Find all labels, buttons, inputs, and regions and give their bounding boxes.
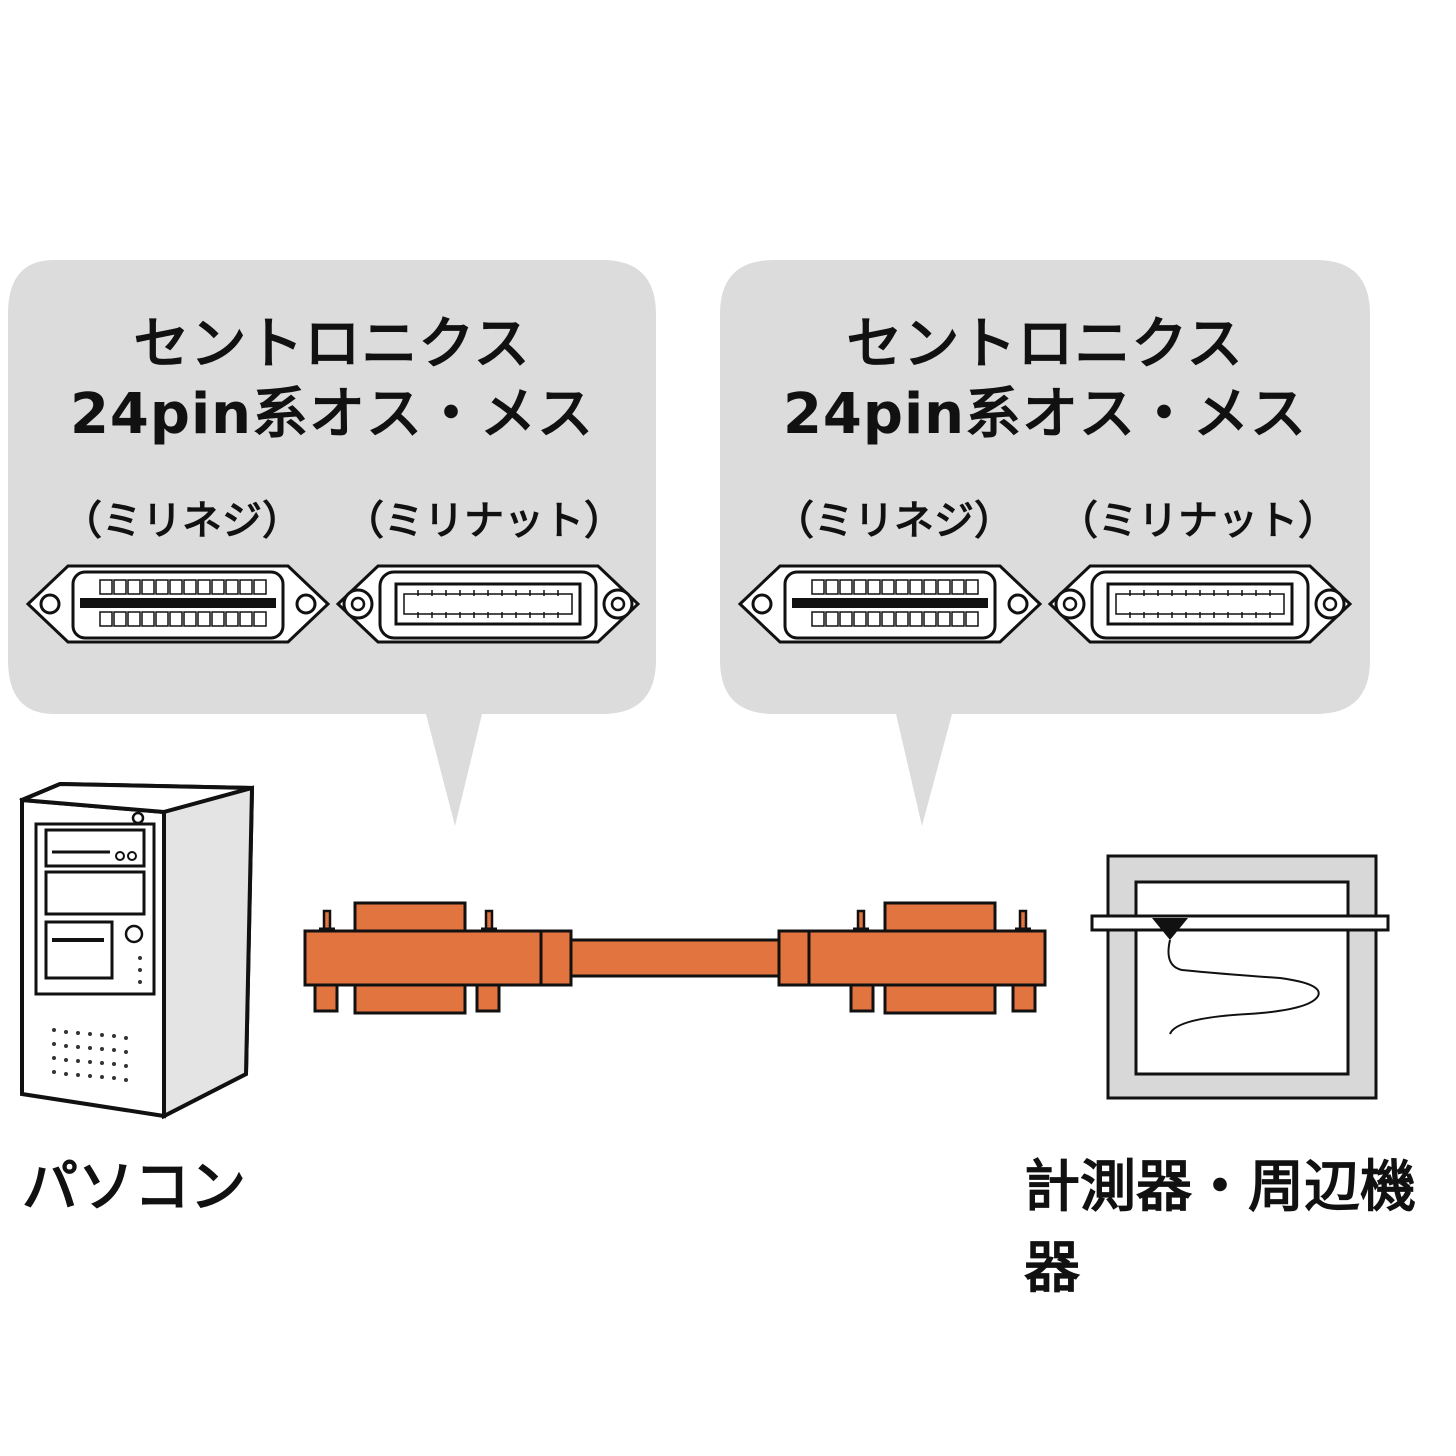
bubble-title-left: セントロニクス 24pin系オス・メス [8,310,656,450]
connector-type-label: 24pin系オス・メス [69,382,595,447]
connector-family-label: セントロニクス [133,312,531,377]
milli-screw-connector-icon [26,564,330,644]
measuring-instrument-icon [1090,854,1390,1100]
connector-type-label: 24pin系オス・メス [782,382,1308,447]
milli-nut-connector-icon [1048,564,1352,644]
bubble-title-right: セントロニクス 24pin系オス・メス [720,310,1370,450]
pc-tower-icon [19,781,255,1120]
milli-screw-connector-icon [738,564,1042,644]
speech-bubble-right [720,260,1370,826]
connector-family-label: セントロニクス [846,312,1244,377]
milli-screw-label: （ミリネジ） [62,498,302,544]
milli-nut-connector-icon [336,564,640,644]
speech-bubble-left [8,260,656,826]
peripheral-label: 計測器・周辺機器 [1024,1155,1416,1301]
pc-label: パソコン [22,1155,246,1220]
milli-nut-label: （ミリナット） [344,498,624,544]
milli-screw-label: （ミリネジ） [774,498,1014,544]
milli-nut-label: （ミリナット） [1058,498,1338,544]
cable-icon [303,901,1047,1015]
